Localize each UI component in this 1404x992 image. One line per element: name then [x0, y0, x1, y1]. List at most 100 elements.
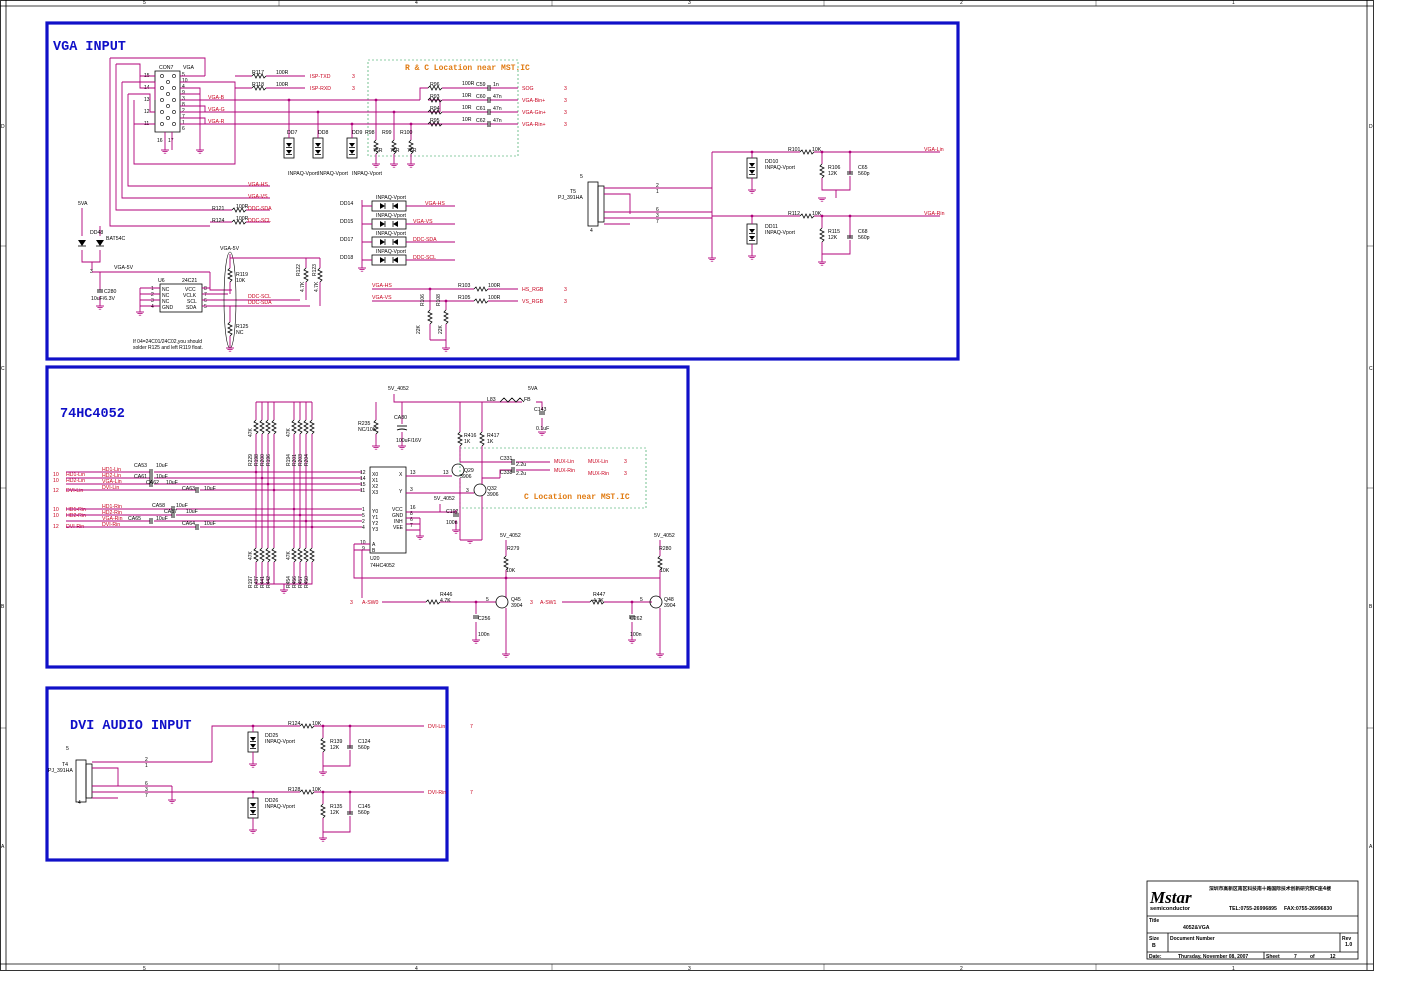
- svg-text:47K: 47K: [248, 550, 254, 560]
- svg-text:FB: FB: [524, 397, 531, 403]
- svg-text:100n: 100n: [478, 632, 490, 638]
- svg-text:15: 15: [360, 482, 366, 488]
- svg-text:5V_4052: 5V_4052: [434, 496, 455, 502]
- svg-text:1: 1: [145, 763, 148, 769]
- svg-text:DD8: DD8: [318, 130, 328, 136]
- svg-text:C338: C338: [500, 470, 513, 476]
- svg-text:DD48: DD48: [90, 230, 103, 236]
- svg-text:VGA-VS: VGA-VS: [372, 295, 392, 301]
- svg-text:12K: 12K: [330, 745, 340, 751]
- svg-text:R235: R235: [358, 421, 371, 427]
- svg-text:75R: 75R: [407, 148, 417, 154]
- svg-text:10K: 10K: [312, 787, 322, 793]
- svg-text:2.2u: 2.2u: [516, 471, 526, 477]
- svg-text:VGA-VS: VGA-VS: [248, 194, 268, 200]
- svg-text:R93: R93: [430, 94, 440, 100]
- svg-text:MUX-Lin: MUX-Lin: [554, 459, 574, 465]
- svg-text:9: 9: [182, 90, 185, 96]
- svg-text:C124: C124: [358, 739, 371, 745]
- svg-text:R201: R201: [292, 454, 298, 466]
- svg-text:10K: 10K: [312, 721, 322, 727]
- svg-text:semiconductor: semiconductor: [1150, 906, 1191, 912]
- svg-text:R198: R198: [254, 454, 260, 466]
- svg-text:6: 6: [182, 126, 185, 132]
- svg-text:13: 13: [144, 97, 150, 103]
- svg-text:10R: 10R: [462, 105, 472, 111]
- svg-text:R103: R103: [458, 283, 471, 289]
- svg-text:R203: R203: [298, 454, 304, 466]
- svg-text:7: 7: [1294, 954, 1297, 960]
- svg-text:HD2-Rin: HD2-Rin: [66, 513, 86, 519]
- svg-text:DD7: DD7: [287, 130, 297, 136]
- svg-text:DVI-Rin: DVI-Rin: [428, 790, 446, 796]
- svg-text:10uF: 10uF: [186, 509, 198, 515]
- svg-text:2: 2: [960, 0, 963, 6]
- svg-text:X1: X1: [372, 478, 378, 484]
- svg-text:16: 16: [410, 505, 416, 511]
- svg-text:100uF/16V: 100uF/16V: [396, 438, 422, 444]
- svg-text:R96: R96: [430, 82, 440, 88]
- svg-text:INPAQ-Vport: INPAQ-Vport: [265, 739, 295, 745]
- svg-text:10uF: 10uF: [166, 480, 178, 486]
- svg-text:Y: Y: [399, 489, 403, 495]
- svg-text:DVI-Lin: DVI-Lin: [428, 724, 445, 730]
- svg-text:1.0: 1.0: [1345, 942, 1352, 948]
- svg-text:560p: 560p: [858, 171, 870, 177]
- svg-text:R99: R99: [382, 130, 392, 136]
- svg-text:C61: C61: [476, 106, 486, 112]
- svg-text:VGA: VGA: [183, 65, 194, 71]
- svg-text:Q32: Q32: [487, 486, 497, 492]
- svg-text:10K: 10K: [506, 568, 516, 574]
- svg-text:100R: 100R: [236, 216, 249, 222]
- svg-text:3906: 3906: [460, 474, 472, 480]
- svg-text:D: D: [1, 124, 5, 130]
- svg-text:DD9: DD9: [352, 130, 362, 136]
- svg-text:R98: R98: [365, 130, 375, 136]
- svg-text:VGA-R: VGA-R: [208, 119, 225, 125]
- svg-text:CA64: CA64: [182, 521, 195, 527]
- svg-text:VGA-Lin: VGA-Lin: [924, 147, 944, 153]
- svg-text:100n: 100n: [630, 632, 642, 638]
- svg-text:11: 11: [360, 488, 365, 494]
- svg-text:1: 1: [1232, 966, 1235, 972]
- svg-text:3: 3: [564, 110, 567, 116]
- svg-text:R442: R442: [266, 576, 272, 588]
- svg-text:If 04=24C01/24C02,you should: If 04=24C01/24C02,you should: [133, 339, 202, 345]
- svg-text:2: 2: [656, 183, 659, 189]
- svg-text:C262: C262: [630, 616, 643, 622]
- svg-text:2: 2: [362, 519, 365, 525]
- svg-text:X: X: [399, 472, 403, 478]
- svg-text:HD1-Lin: HD1-Lin: [102, 467, 121, 473]
- svg-text:DD14: DD14: [340, 201, 353, 207]
- svg-text:10uF/6.3V: 10uF/6.3V: [91, 296, 115, 302]
- svg-text:HD1-Rin: HD1-Rin: [66, 507, 86, 513]
- svg-text:3: 3: [530, 600, 533, 606]
- svg-text:1: 1: [151, 286, 154, 292]
- svg-text:10: 10: [53, 472, 59, 478]
- svg-text:3: 3: [352, 74, 355, 80]
- svg-text:17: 17: [168, 138, 174, 144]
- svg-text:3: 3: [350, 600, 353, 606]
- svg-text:5VA: 5VA: [528, 386, 538, 392]
- svg-text:R95: R95: [430, 118, 440, 124]
- svg-text:C143: C143: [534, 407, 547, 413]
- svg-text:DD11: DD11: [765, 224, 778, 230]
- svg-text:VGA-5V: VGA-5V: [220, 246, 240, 252]
- svg-text:VGA-5V: VGA-5V: [114, 265, 134, 271]
- svg-text:R454: R454: [286, 576, 292, 588]
- svg-text:INPAQ-Vport: INPAQ-Vport: [318, 171, 348, 177]
- mux-c-note: C Location near MST.IC: [524, 493, 630, 502]
- svg-text:2: 2: [182, 108, 185, 114]
- svg-text:Y0: Y0: [372, 509, 378, 515]
- svg-text:100R: 100R: [488, 283, 501, 289]
- svg-text:HD1-Lin: HD1-Lin: [66, 472, 85, 478]
- svg-text:Y1: Y1: [372, 515, 378, 521]
- svg-text:10: 10: [360, 540, 366, 546]
- svg-text:4: 4: [151, 304, 154, 310]
- svg-text:CA63: CA63: [182, 486, 195, 492]
- svg-text:SDA: SDA: [186, 305, 197, 311]
- svg-text:47n: 47n: [493, 118, 502, 124]
- svg-text:INPAQ-Vport: INPAQ-Vport: [288, 171, 318, 177]
- svg-text:R441: R441: [260, 576, 266, 588]
